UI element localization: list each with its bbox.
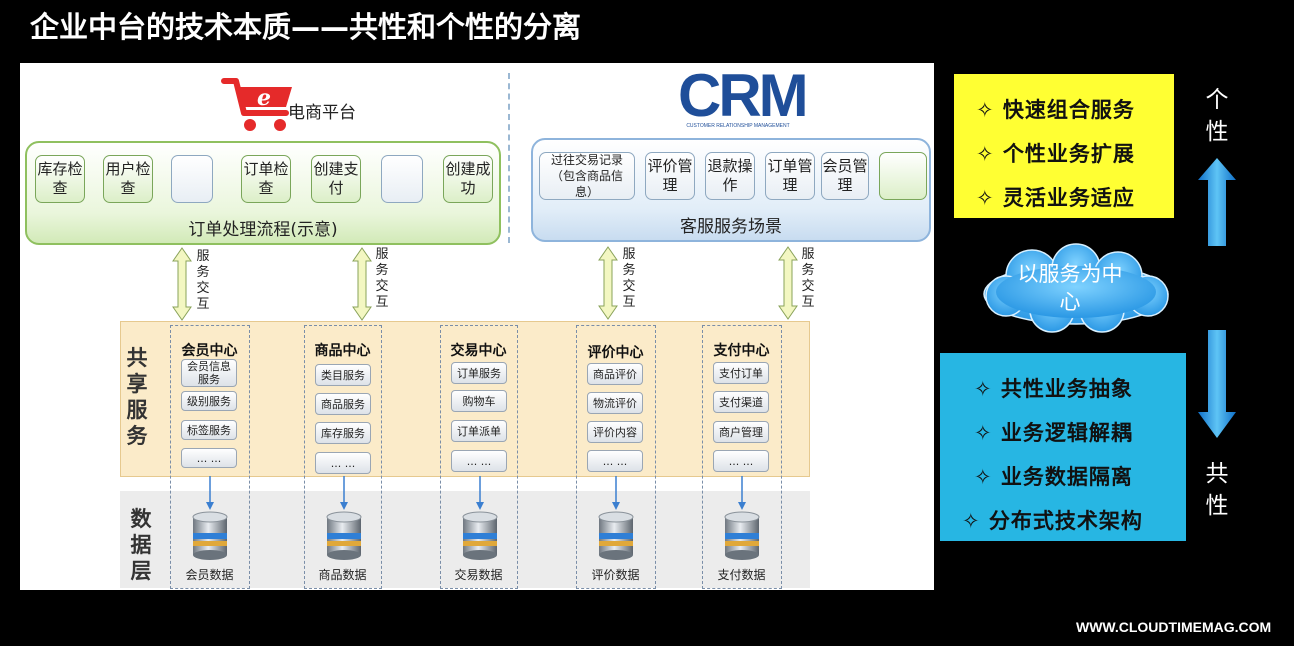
database-icon: [724, 511, 760, 560]
step-placeholder: [171, 155, 213, 203]
db-label: 交易数据: [454, 568, 503, 582]
double-arrow-icon: [172, 247, 192, 321]
page-title: 企业中台的技术本质——共性和个性的分离: [30, 10, 582, 44]
service-box: ... ...: [181, 448, 237, 468]
service-box: 级别服务: [181, 391, 237, 411]
down-arrow-icon: [476, 476, 484, 510]
service-interaction-label: 服务交互: [622, 247, 636, 310]
step-create-payment: 创建支付: [311, 155, 361, 203]
payment-center-column: 支付中心 支付订单 支付渠道 商户管理 ... ... 支付数据: [702, 325, 782, 589]
step-review-management: 评价管理: [645, 152, 695, 200]
step-member-management: 会员管理: [821, 152, 869, 200]
step-placeholder: [879, 152, 927, 200]
step-inventory-check: 库存检查: [35, 155, 85, 203]
order-process-title: 订单处理流程(示意): [188, 220, 338, 240]
service-box: 标签服务: [181, 420, 237, 440]
step-order-check: 订单检查: [241, 155, 291, 203]
step-create-success: 创建成功: [443, 155, 493, 203]
service-interaction-label: 服务交互: [196, 249, 210, 312]
shared-services-label: 共享服务: [126, 346, 148, 448]
personality-box: ✧ 快速组合服务 ✧ 个性业务扩展 ✧ 灵活业务适应: [954, 74, 1174, 218]
service-box: ... ...: [587, 450, 643, 472]
transaction-center-column: 交易中心 订单服务 购物车 订单派单 ... ... 交易数据: [440, 325, 518, 589]
commonality-item: ✧ 分布式技术架构: [962, 509, 1143, 533]
center-title: 商品中心: [314, 343, 371, 359]
down-arrow-icon: [1198, 330, 1236, 438]
down-arrow-icon: [738, 476, 746, 510]
database-icon: [326, 511, 362, 560]
step-placeholder: [381, 155, 423, 203]
service-box: 商品服务: [315, 393, 371, 415]
service-box: ... ...: [451, 450, 507, 472]
service-box: 库存服务: [315, 422, 371, 444]
database-icon: [462, 511, 498, 560]
database-icon: [598, 511, 634, 560]
divider-line: [508, 73, 510, 243]
service-box: 支付渠道: [713, 391, 769, 413]
double-arrow-icon: [778, 246, 798, 320]
personality-label: 个性: [1205, 87, 1229, 145]
service-box: 订单服务: [451, 362, 507, 384]
db-label: 会员数据: [185, 568, 234, 582]
commonality-box: ✧ 共性业务抽象 ✧ 业务逻辑解耦 ✧ 业务数据隔离 ✧ 分布式技术架构: [940, 353, 1186, 541]
service-box: 评价内容: [587, 421, 643, 443]
step-refund-operation: 退款操作: [705, 152, 755, 200]
step-user-check: 用户检查: [103, 155, 153, 203]
service-box: ... ...: [713, 450, 769, 472]
cloud-label: 以服务为中心: [1017, 262, 1123, 314]
double-arrow-icon: [352, 247, 372, 321]
shopping-cart-icon: e: [221, 78, 292, 131]
product-center-column: 商品中心 类目服务 商品服务 库存服务 ... ... 商品数据: [304, 325, 382, 589]
commonality-item: ✧ 业务数据隔离: [974, 465, 1133, 489]
down-arrow-icon: [206, 476, 214, 510]
data-layer-label: 数据层: [130, 507, 152, 583]
up-arrow-icon: [1198, 158, 1236, 246]
service-interaction-label: 服务交互: [375, 247, 389, 310]
db-label: 支付数据: [717, 568, 766, 582]
commonality-item: ✧ 业务逻辑解耦: [974, 421, 1133, 445]
service-box: 支付订单: [713, 362, 769, 384]
footer-url: WWW.CLOUDTIMEMAG.COM: [1076, 619, 1272, 635]
center-title: 会员中心: [181, 343, 238, 359]
service-interaction-label: 服务交互: [801, 247, 815, 310]
step-order-management: 订单管理: [765, 152, 815, 200]
service-box: 类目服务: [315, 364, 371, 386]
crm-logo-subtitle: CUSTOMER RELATIONSHIP MANAGEMENT: [686, 123, 790, 129]
customer-service-title: 客服服务场景: [680, 217, 782, 237]
double-arrow-icon: [598, 246, 618, 320]
db-label: 商品数据: [318, 568, 367, 582]
personality-item: ✧ 个性业务扩展: [976, 142, 1135, 166]
service-box: 商户管理: [713, 421, 769, 443]
ecommerce-platform-label: 电商平台: [288, 103, 356, 123]
personality-item: ✧ 灵活业务适应: [976, 186, 1135, 210]
service-box: 会员信息服务: [181, 359, 237, 387]
member-center-column: 会员中心 会员信息服务 级别服务 标签服务 ... ... 会员数据: [170, 325, 250, 589]
personality-item: ✧ 快速组合服务: [976, 98, 1135, 122]
cloud-icon: [983, 243, 1169, 333]
crm-logo: CRM CUSTOMER RELATIONSHIP MANAGEMENT: [678, 63, 809, 133]
commonality-item: ✧ 共性业务抽象: [974, 377, 1133, 401]
center-title: 评价中心: [587, 345, 644, 361]
service-box: 商品评价: [587, 363, 643, 385]
database-icon: [192, 511, 228, 560]
down-arrow-icon: [612, 476, 620, 510]
db-label: 评价数据: [591, 568, 640, 582]
service-box: 物流评价: [587, 392, 643, 414]
service-box: ... ...: [315, 452, 371, 474]
center-title: 交易中心: [450, 343, 507, 359]
center-title: 支付中心: [713, 343, 770, 359]
service-box: 订单派单: [451, 420, 507, 442]
down-arrow-icon: [340, 476, 348, 510]
order-process-group: 库存检查 用户检查 订单检查 创建支付 创建成功 订单处理流程(示意): [25, 141, 501, 245]
commonality-label: 共性: [1205, 461, 1229, 519]
architecture-diagram: e 电商平台 CRM CUSTOMER RELATIONSHIP MANAGEM…: [20, 63, 934, 590]
service-box: 购物车: [451, 390, 507, 412]
crm-logo-text: CRM: [678, 63, 809, 129]
ecommerce-logo-letter: e: [257, 85, 271, 111]
review-center-column: 评价中心 商品评价 物流评价 评价内容 ... ... 评价数据: [576, 325, 656, 589]
customer-service-group: 过往交易记录（包含商品信息） 评价管理 退款操作 订单管理 会员管理 客服服务场…: [531, 138, 931, 242]
step-transaction-history: 过往交易记录（包含商品信息）: [539, 152, 635, 200]
